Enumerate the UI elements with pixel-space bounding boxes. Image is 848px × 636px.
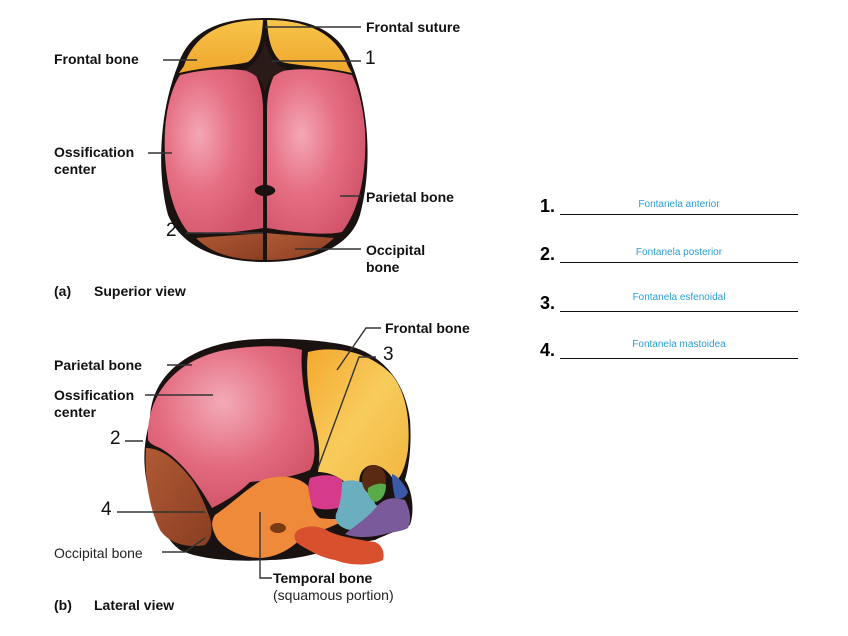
leader-lines <box>117 26 381 579</box>
label-frontal-bone-lateral: Frontal bone <box>385 320 470 336</box>
parietal-bone-right <box>267 69 366 234</box>
answer-text: Fontanela anterior <box>638 199 720 210</box>
maxilla-bone <box>345 498 411 537</box>
nasal-bone <box>392 474 408 499</box>
marker-2-lateral: 2 <box>110 428 121 449</box>
marker-3: 3 <box>383 344 394 365</box>
label-occipital-superior-1: Occipital <box>366 242 426 258</box>
lateral-view-skull <box>144 338 413 565</box>
superior-view-skull <box>161 18 368 262</box>
ear-canal <box>270 523 286 533</box>
label-ossification-superior-2: center <box>54 161 97 177</box>
anterior-fontanelle <box>244 40 286 92</box>
answer-text: Fontanela esfenoidal <box>632 292 726 303</box>
label-occipital-superior-2: bone <box>366 259 400 275</box>
marker-2-superior: 2 <box>166 220 177 241</box>
caption-letter-a: (a) <box>54 283 72 299</box>
temporal-bone <box>212 476 345 558</box>
answer-number: 4. <box>540 340 556 360</box>
leader-marker-3 <box>317 356 376 469</box>
label-temporal-bone-2: (squamous portion) <box>273 587 394 603</box>
answer-blank-line <box>560 311 798 312</box>
parietal-bone-lateral <box>147 346 315 508</box>
ethmoid-bone <box>367 483 386 502</box>
marker-1: 1 <box>365 48 376 69</box>
label-frontal-suture: Frontal suture <box>366 19 461 35</box>
frontal-bone-right <box>267 20 352 73</box>
answer-blank-line <box>560 358 798 359</box>
occipital-bone-lateral <box>145 448 212 547</box>
label-parietal-bone-lateral: Parietal bone <box>54 357 142 373</box>
answer-number: 1. <box>540 196 556 216</box>
answer-number: 3. <box>540 293 556 313</box>
mandible-bone <box>294 526 384 565</box>
leader-temporal <box>259 512 272 579</box>
answer-number: 2. <box>540 244 556 264</box>
answer-row-1: 1. Fontanela anterior <box>540 185 798 216</box>
marker-4: 4 <box>101 499 112 520</box>
frontal-bone-lateral <box>307 349 409 490</box>
caption-letter-b: (b) <box>54 597 72 613</box>
leader-occipital-b <box>162 537 206 553</box>
answer-row-2: 2. Fontanela posterior <box>540 233 798 264</box>
label-temporal-bone-1: Temporal bone <box>273 570 373 586</box>
label-ossification-lateral-2: center <box>54 404 97 420</box>
label-occipital-bone-lateral: Occipital bone <box>54 545 143 561</box>
occipital-bone-superior-right <box>267 233 334 260</box>
label-parietal-bone-superior: Parietal bone <box>366 189 454 205</box>
parietal-bone-left <box>164 69 263 234</box>
leader-frontal-bone-b <box>336 327 381 371</box>
label-frontal-bone-superior: Frontal bone <box>54 51 139 67</box>
answer-text: Fontanela mastoidea <box>632 339 726 350</box>
sphenoid-bone <box>308 475 344 510</box>
frontal-bone-left <box>179 20 263 73</box>
label-ossification-lateral-1: Ossification <box>54 387 135 403</box>
answer-blank-line <box>560 214 798 215</box>
answer-blank-line <box>560 262 798 263</box>
answer-text: Fontanela posterior <box>635 247 723 258</box>
occipital-bone-superior <box>196 233 263 260</box>
label-ossification-superior-1: Ossification <box>54 144 135 160</box>
answer-row-3: 3. Fontanela esfenoidal <box>540 282 798 313</box>
caption-lateral-view: Lateral view <box>94 597 175 613</box>
caption-superior-view: Superior view <box>94 283 186 299</box>
answer-row-4: 4. Fontanela mastoidea <box>540 329 798 360</box>
